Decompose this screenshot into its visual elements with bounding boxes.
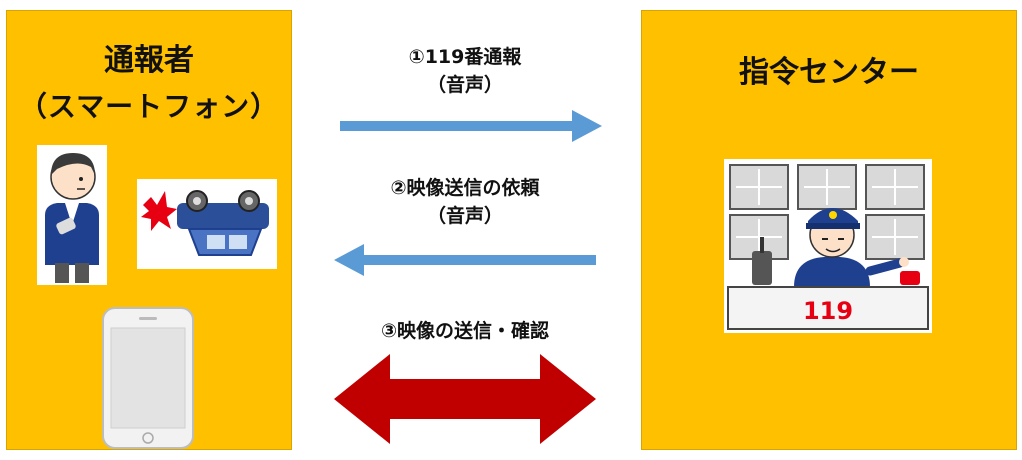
overturned-car-icon [137,179,277,269]
step-3-label: ③映像の送信・確認 [380,320,550,342]
command-center-title: 指令センター [739,55,919,90]
voice-call-arrow [340,110,602,142]
video-transfer-arrow [334,354,596,444]
reporter-title: 通報者 [104,43,194,78]
command-center-panel: 指令センター [641,10,1017,450]
dispatcher-at-desk-icon: 119 [724,159,932,333]
step-1-label: ①119番通報 [408,46,522,68]
step-2-label: ②映像送信の依頼 [390,177,540,199]
smartphone-icon [102,307,194,449]
step-1-sub: （音声） [426,74,503,96]
reporter-subtitle: （スマートフォン） [18,90,280,123]
injured-person-icon [37,145,107,285]
video-request-arrow [334,244,596,276]
step-2-sub: （音声） [426,205,503,227]
reporter-panel: 通報者 （スマートフォン） [6,10,292,450]
desk-number: 119 [803,297,853,325]
